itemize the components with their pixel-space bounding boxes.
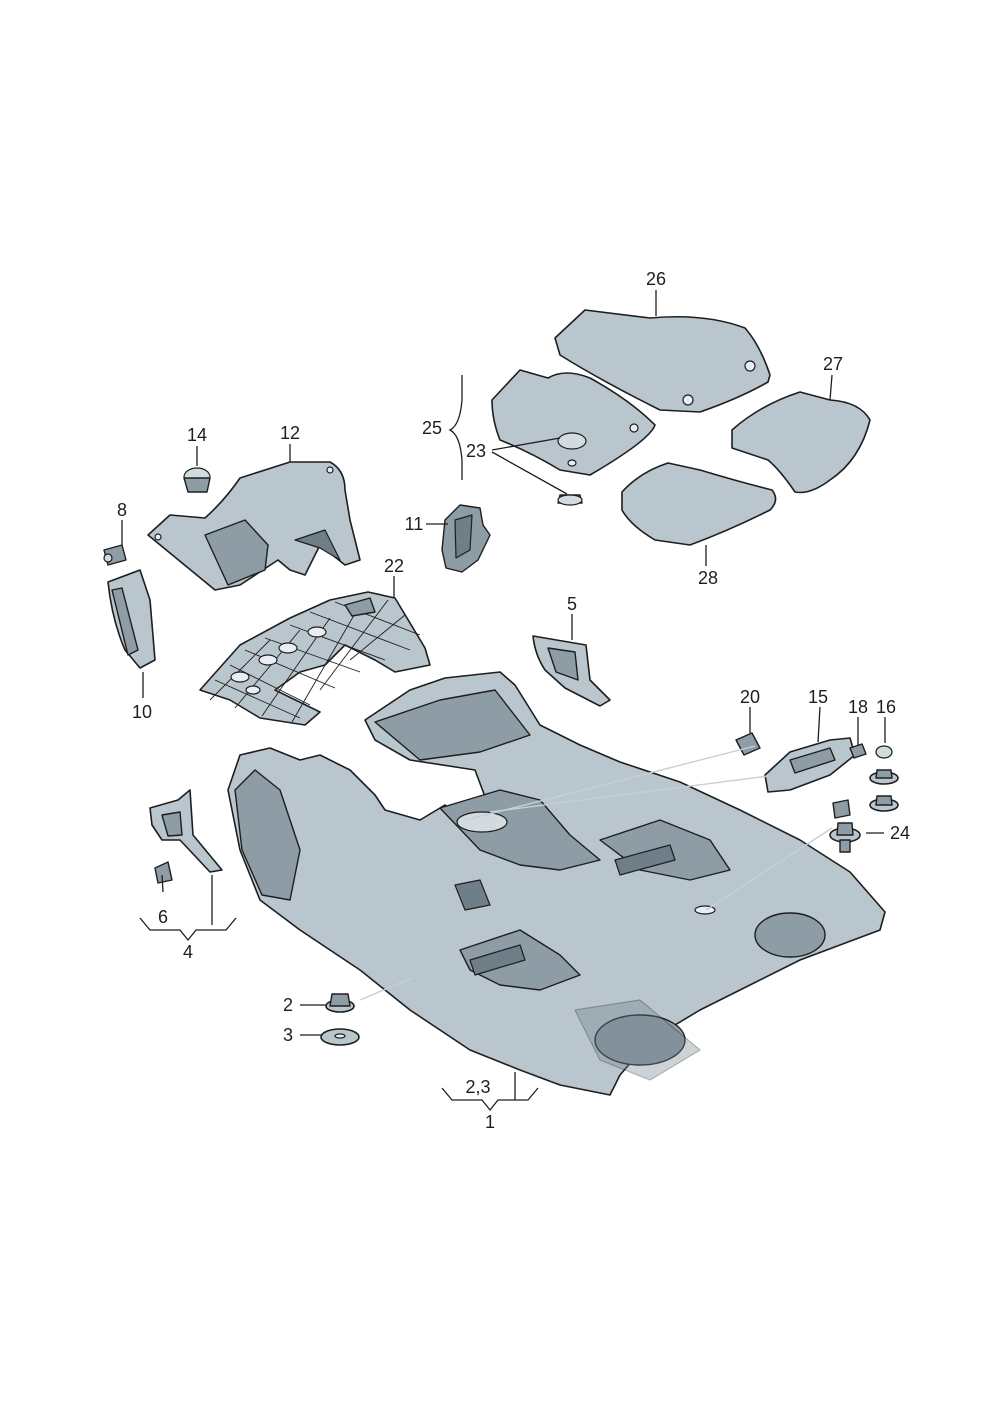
callout-26: 26 [646,269,666,289]
trim-4[interactable] [149,789,223,873]
floor-mat-front-driver[interactable] [554,309,771,413]
leader-lines [121,290,886,1112]
callout-27: 27 [823,354,843,374]
callout-22: 22 [384,556,404,576]
callout-14: 14 [187,425,207,445]
callout-16: 16 [876,697,896,717]
callout-2-3: 2,3 [465,1077,490,1097]
callout-10: 10 [132,702,152,722]
clip-6[interactable] [154,861,173,884]
nut-2[interactable] [325,993,355,1013]
clip-14[interactable] [183,467,211,493]
cap-16[interactable] [875,745,893,759]
floor-carpet-1[interactable] [227,671,886,1096]
callout-25: 25 [422,418,442,438]
callout-28: 28 [698,568,718,588]
floor-mat-rear-left[interactable] [621,462,777,546]
callout-4: 4 [183,942,193,962]
callout-24: 24 [890,823,910,843]
callout-8: 8 [117,500,127,520]
cover-15[interactable] [764,737,856,793]
callout-20: 20 [740,687,760,707]
callout-3: 3 [283,1025,293,1045]
callout-2: 2 [283,995,293,1015]
callout-1: 1 [485,1112,495,1132]
bracket-11[interactable] [441,504,491,573]
washer-stack-24[interactable] [829,769,899,853]
callout-6: 6 [158,907,168,927]
mat-fastener-23[interactable] [557,494,583,506]
callout-11: 11 [405,514,424,534]
trim-panel-10[interactable] [107,569,156,669]
callout-12: 12 [280,423,300,443]
callout-23: 23 [466,441,486,461]
clip-8[interactable] [103,544,127,566]
washer-3[interactable] [320,1028,360,1046]
floor-mat-rear-right[interactable] [731,391,871,494]
floor-mat-front-passenger[interactable] [491,369,656,476]
trim-5[interactable] [532,635,611,707]
insulation-mat-12[interactable] [147,461,361,591]
clip-20[interactable] [735,732,761,756]
insulation-mat-22[interactable] [199,591,431,726]
callout-15: 15 [808,687,828,707]
callout-labels: 26 27 25 23 28 12 14 8 11 22 5 10 20 15 … [117,269,910,1132]
screw-18[interactable] [849,743,867,759]
callout-5: 5 [567,594,577,614]
callout-18: 18 [848,697,868,717]
